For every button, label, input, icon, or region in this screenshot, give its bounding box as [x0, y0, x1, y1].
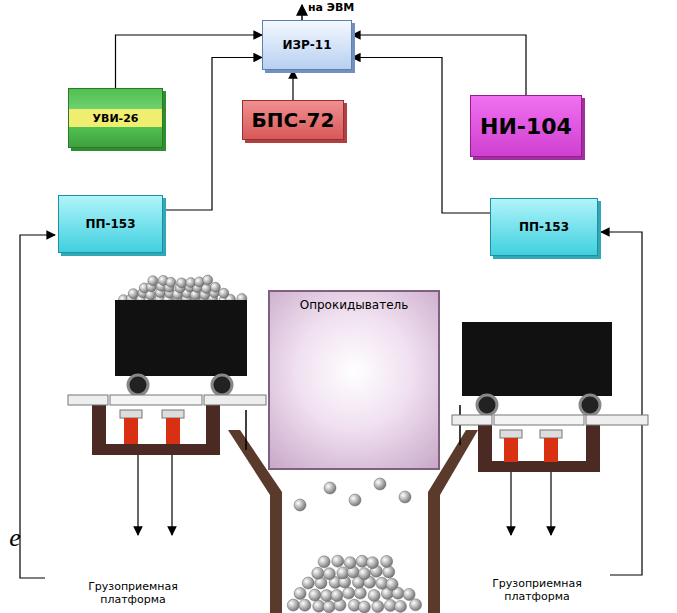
- recorder-box: ИЗР-11: [262, 20, 352, 70]
- node-label: ИЗР-11: [282, 38, 331, 52]
- signal-arrow: [137, 455, 138, 535]
- signal-arrow: [550, 472, 551, 535]
- load-cell: [544, 438, 558, 462]
- converter-box: ПП-153: [58, 195, 163, 253]
- wheel: [580, 395, 600, 415]
- signal-arrow: [171, 455, 172, 535]
- jack-cap: [162, 410, 184, 418]
- load-platform: [494, 415, 584, 425]
- signal-connector: [116, 35, 263, 88]
- feedback-wire: [601, 232, 642, 575]
- node-label: ПП-153: [519, 220, 569, 234]
- jack-cap: [500, 430, 522, 438]
- platform-pit: [92, 405, 220, 455]
- power-supply-box: БПС-72: [242, 100, 344, 140]
- platform-label: Грузоприемная платформа: [482, 577, 592, 603]
- output-arrow: [301, 5, 303, 20]
- rail-slab: [452, 415, 492, 425]
- gate: [245, 410, 247, 450]
- ore-in-hopper: [287, 478, 421, 613]
- indicator-box: НИ-104: [470, 95, 582, 157]
- input-device-box: УВИ-26: [68, 88, 163, 148]
- jack-cap: [120, 410, 142, 418]
- node-label: ПП-153: [85, 217, 135, 231]
- wheel: [212, 375, 232, 395]
- wagon-body: [462, 322, 612, 396]
- load-cell: [124, 418, 138, 444]
- converter-box: ПП-153: [490, 198, 598, 256]
- signal-connector: [352, 35, 526, 95]
- node-label: НИ-104: [480, 114, 572, 139]
- load-platform: [110, 395, 202, 405]
- rail-slab: [586, 415, 648, 425]
- jack-cap: [540, 430, 562, 438]
- feedback-wire: [20, 235, 55, 578]
- stray-letter: е: [4, 522, 26, 553]
- rail-slab: [68, 395, 108, 405]
- load-cell: [166, 418, 180, 444]
- tipper-box: Опрокидыватель: [268, 290, 440, 470]
- rail-slab: [204, 395, 266, 405]
- wagon-body: [115, 300, 247, 376]
- wheel: [477, 395, 497, 415]
- platform-pit: [478, 425, 600, 472]
- signal-arrow: [510, 472, 511, 535]
- output-label: на ЭВМ: [308, 1, 378, 14]
- node-label: БПС-72: [252, 108, 335, 132]
- node-label: Опрокидыватель: [300, 298, 409, 312]
- node-label: УВИ-26: [93, 112, 139, 125]
- platform-label: Грузоприемная платформа: [78, 580, 188, 606]
- load-cell: [504, 438, 518, 462]
- wheel: [128, 375, 148, 395]
- signal-connector: [292, 70, 293, 100]
